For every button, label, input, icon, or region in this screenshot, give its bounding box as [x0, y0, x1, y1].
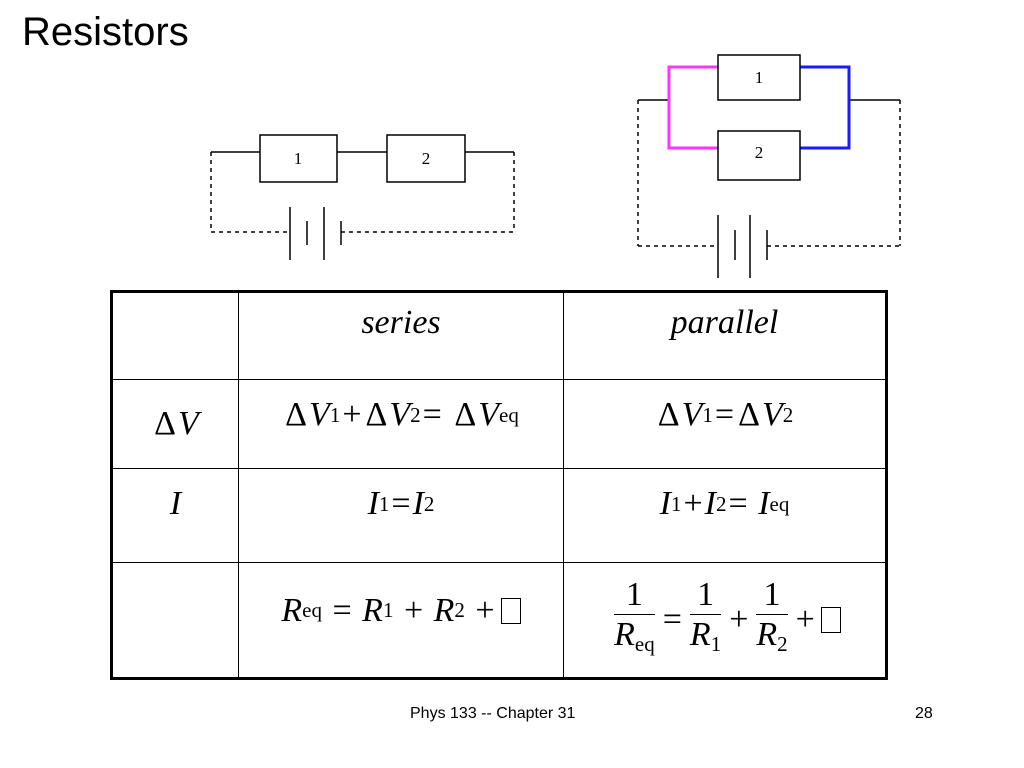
series-resistor-2-label: 2 — [422, 149, 431, 168]
series-resistor-1 — [259, 134, 338, 183]
header-empty-cell — [113, 293, 238, 379]
series-circuit-diagram: 1 2 — [210, 134, 515, 260]
slide-page-number: 28 — [915, 705, 933, 722]
parallel-resistor-1-label: 1 — [755, 68, 764, 87]
header-parallel-label: parallel — [670, 304, 779, 341]
header-series-label: series — [361, 304, 441, 341]
series-resistor-1-label: 1 — [294, 149, 303, 168]
parallel-resistor-2-label: 2 — [755, 143, 764, 162]
parallel-resistor-1 — [717, 54, 801, 101]
row-current-label: I — [169, 485, 182, 522]
slide-footer: Phys 133 -- Chapter 31 — [410, 705, 576, 722]
header-series: series — [239, 293, 563, 353]
parallel-battery-symbol — [717, 215, 768, 278]
parallel-resistor-2 — [717, 130, 801, 181]
series-resistor-2 — [386, 134, 466, 183]
slide-title: Resistors — [22, 10, 189, 54]
parallel-circuit-diagram: 1 2 — [637, 54, 901, 278]
parallel-left-branch-wire — [667, 65, 718, 150]
series-battery-symbol — [289, 207, 342, 260]
header-parallel: parallel — [564, 293, 885, 353]
row-resistance-label — [113, 563, 238, 677]
parallel-right-branch-wire — [800, 65, 851, 150]
